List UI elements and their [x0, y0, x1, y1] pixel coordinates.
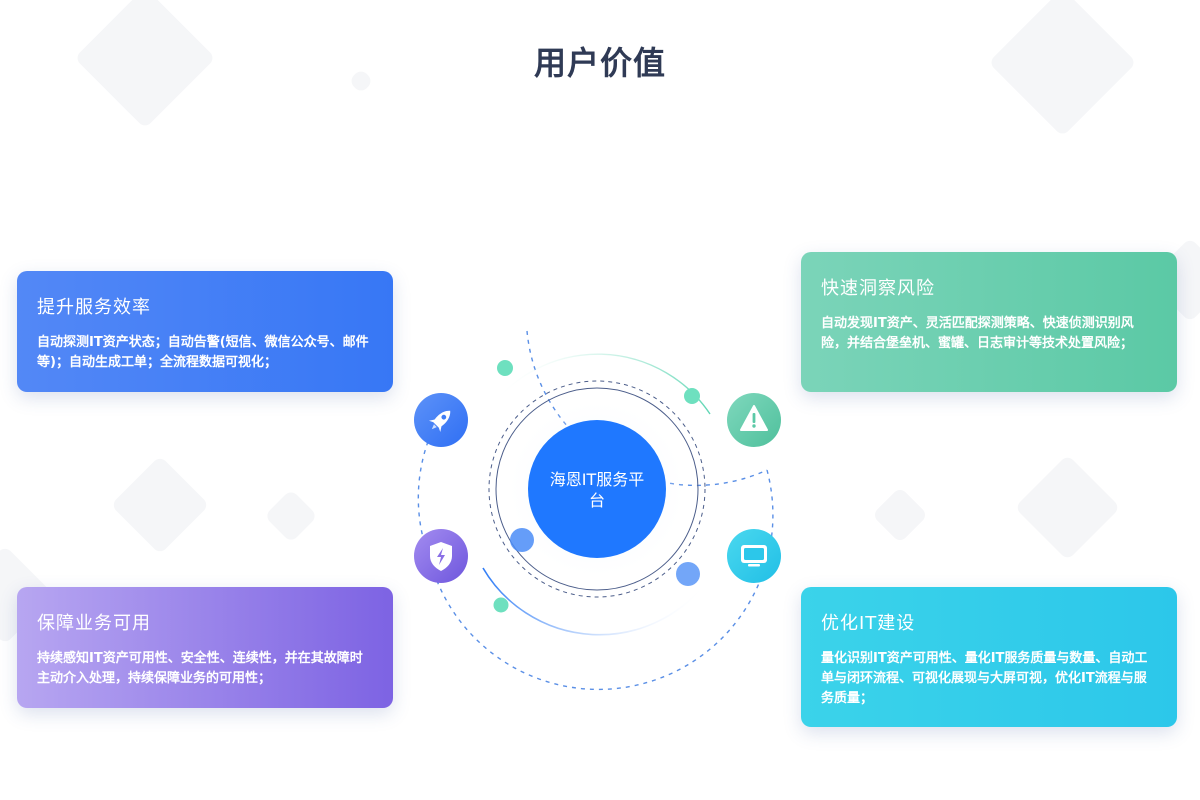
rocket-icon	[428, 410, 451, 433]
center-platform-label: 海恩IT服务平台	[549, 470, 645, 510]
background-diamond	[264, 489, 318, 543]
card-title: 提升服务效率	[37, 297, 151, 318]
card-insight-risk: 快速洞察风险 自动发现IT资产、灵活匹配探测策略、快速侦测识别风险，并结合堡垒机…	[801, 252, 1177, 392]
card-title: 优化IT建设	[821, 613, 916, 634]
orbit-dot	[497, 360, 513, 376]
page-title: 用户价值	[533, 44, 666, 82]
card-optimize-it: 优化IT建设 量化识别IT资产可用性、量化IT服务质量与数量、自动工单与闭环流程…	[801, 587, 1177, 727]
warning-node	[727, 393, 781, 447]
blue-arc	[482, 567, 709, 636]
bolt-icon	[437, 548, 445, 565]
green-arc	[489, 353, 711, 415]
orbit-dot	[684, 388, 700, 404]
card-title: 保障业务可用	[37, 613, 151, 634]
card-description: 持续感知IT资产可用性、安全性、连续性，并在其故障时主动介入处理，持续保障业务的…	[37, 651, 363, 686]
card-title: 快速洞察风险	[821, 278, 935, 299]
warning-icon	[740, 405, 768, 431]
shield-node	[414, 529, 468, 583]
monitor-node	[727, 529, 781, 583]
background-diamond	[1014, 454, 1121, 561]
orbit-dot	[676, 562, 700, 586]
background-diamond	[110, 455, 210, 555]
background-diamond	[871, 486, 929, 544]
rocket-node	[414, 393, 468, 447]
card-improve-efficiency: 提升服务效率 自动探测IT资产状态；自动告警(短信、微信公众号、邮件等)；自动生…	[17, 271, 393, 392]
card-description: 自动探测IT资产状态；自动告警(短信、微信公众号、邮件等)；自动生成工单；全流程…	[37, 335, 369, 370]
shield-icon	[430, 542, 452, 571]
card-description: 量化识别IT资产可用性、量化IT服务质量与数量、自动工单与闭环流程、可视化展现与…	[821, 651, 1148, 706]
outer-dashed-orbit	[417, 414, 441, 561]
card-ensure-availability: 保障业务可用 持续感知IT资产可用性、安全性、连续性，并在其故障时主动介入处理，…	[17, 587, 393, 708]
orbit-dot	[493, 597, 509, 613]
card-description: 自动发现IT资产、灵活匹配探测策略、快速侦测识别风险，并结合堡垒机、蜜罐、日志审…	[821, 316, 1134, 351]
monitor-icon	[741, 545, 767, 563]
